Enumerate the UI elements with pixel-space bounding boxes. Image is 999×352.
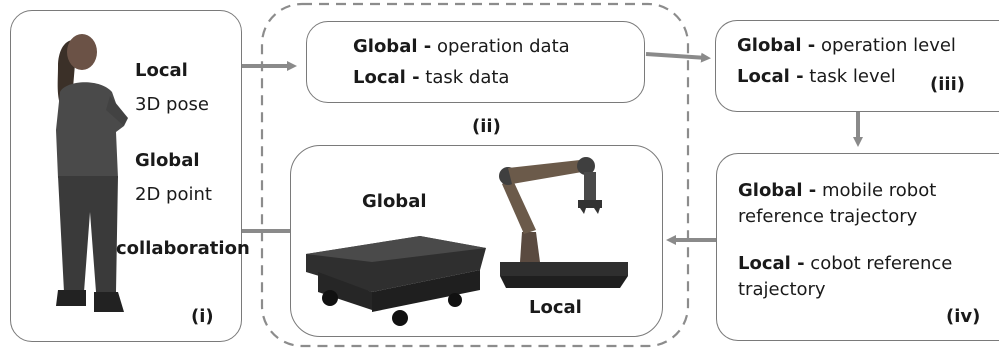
box-iv-global-key: Global - [738,180,817,201]
box-iii-local-key: Local - [737,66,804,87]
robots-global-label: Global [362,191,427,212]
robots-box [290,145,663,337]
box-iv-global-value-line2: reference trajectory [738,206,918,227]
box-iv-global-value-line1: mobile robot [821,180,937,201]
box-iv-local-value-line2: trajectory [738,279,826,300]
box-iii-levels [715,20,999,112]
box-ii-id: (ii) [472,116,501,137]
box-ii-global-key: Global - [353,36,432,57]
box-iv-trajectories [716,153,999,341]
box-iv-local-key: Local - [738,253,805,274]
dashed-system-boundary [260,2,690,348]
collaboration-label: collaboration [116,238,250,259]
box-iii-global-key: Global - [737,35,816,56]
box-i-global-title: Global [135,150,200,171]
box-ii-data [306,21,645,103]
robots-local-label: Local [529,297,582,318]
box-i-local-value: 3D pose [135,94,209,115]
box-i-human [10,10,242,342]
box-i-global-value: 2D point [135,184,212,205]
box-ii-global-value: operation data [436,36,570,57]
box-ii-local-line: Local - task data [353,67,509,89]
box-i-local-title: Local [135,60,188,81]
arrow-ii-to-iii [645,52,711,63]
box-iii-global-line: Global - operation level [737,35,956,57]
box-iv-id: (iv) [946,306,981,327]
box-iv-local-value-line1: cobot reference [810,253,953,274]
box-iii-global-value: operation level [820,35,956,56]
box-iii-local-value: task level [809,66,896,87]
box-ii-global-line: Global - operation data [353,36,570,58]
box-iii-id: (iii) [930,74,965,95]
box-iii-local-line: Local - task level [737,66,896,88]
box-iv-global-line1: Global - mobile robot [738,180,936,202]
box-i-id: (i) [191,306,214,327]
box-ii-local-value: task data [425,67,510,88]
box-ii-local-key: Local - [353,67,420,88]
box-iv-local-line1: Local - cobot reference [738,253,952,275]
